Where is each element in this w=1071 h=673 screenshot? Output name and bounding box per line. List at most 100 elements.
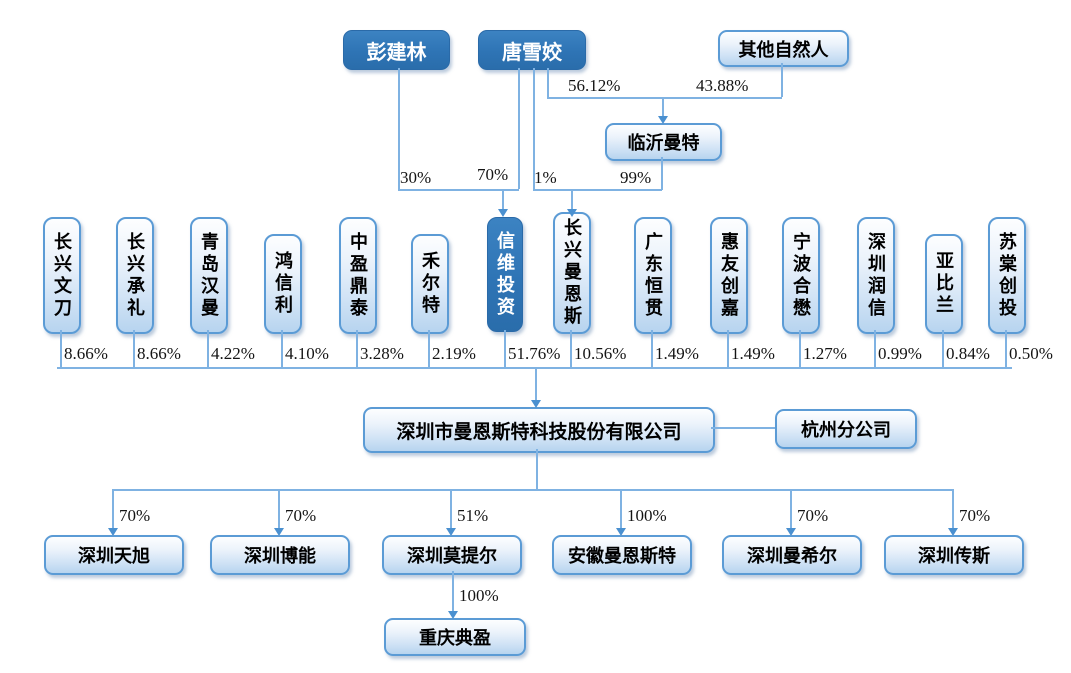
shareholder-box: 禾尔特 xyxy=(411,234,449,334)
shareholder-box: 长兴承礼 xyxy=(116,217,154,334)
arrow-down-icon xyxy=(531,400,541,408)
connector-line xyxy=(874,330,876,367)
connector-line xyxy=(570,330,572,367)
connector-line xyxy=(398,189,519,191)
subsidiary-name: 深圳曼希尔 xyxy=(747,546,837,566)
shareholder-name: 长兴承礼 xyxy=(125,231,145,320)
connector-line xyxy=(356,330,358,367)
connector-line xyxy=(620,489,622,528)
shareholder-name: 长兴文刀 xyxy=(52,231,72,320)
shareholder-percent: 2.19% xyxy=(432,344,476,363)
connector-line xyxy=(452,571,454,611)
subsidiary-box: 深圳博能 xyxy=(210,535,350,575)
edge-percent-tang-linyi: 56.12% xyxy=(568,76,621,95)
shareholder-name: 惠友创嘉 xyxy=(719,231,739,320)
shareholder-box: 深圳润信 xyxy=(857,217,895,334)
node-label: 唐雪姣 xyxy=(502,41,562,64)
connector-line xyxy=(952,489,954,528)
subsidiary-box: 深圳曼希尔 xyxy=(722,535,862,575)
shareholder-name: 禾尔特 xyxy=(420,251,440,317)
edge-percent-peng-xinwei: 30% xyxy=(400,168,432,187)
connector-line xyxy=(428,330,430,367)
shareholder-percent: 1.49% xyxy=(655,344,699,363)
arrow-down-icon xyxy=(658,116,668,124)
shareholder-name: 苏棠创投 xyxy=(997,231,1017,320)
node-other-natural-persons: 其他自然人 xyxy=(718,30,849,67)
shareholder-box: 青岛汉曼 xyxy=(190,217,228,334)
connector-line xyxy=(799,330,801,367)
shareholder-name: 长兴曼恩斯 xyxy=(562,218,582,328)
connector-line xyxy=(781,63,783,97)
connector-line xyxy=(571,189,573,209)
shareholder-percent: 0.99% xyxy=(878,344,922,363)
edge-percent-tang-changxing: 1% xyxy=(534,168,557,187)
shareholder-box: 广东恒贯 xyxy=(634,217,672,334)
connector-line xyxy=(207,330,209,367)
node-label: 重庆典盈 xyxy=(419,628,491,648)
arrow-down-icon xyxy=(616,528,626,536)
shareholder-percent: 8.66% xyxy=(137,344,181,363)
connector-line xyxy=(1005,330,1007,367)
shareholder-name: 广东恒贯 xyxy=(643,231,663,320)
connector-line xyxy=(518,68,520,189)
connector-line xyxy=(533,68,535,189)
shareholder-box: 宁波合懋 xyxy=(782,217,820,334)
shareholder-percent: 0.84% xyxy=(946,344,990,363)
subsidiary-box: 深圳莫提尔 xyxy=(382,535,522,575)
arrow-down-icon xyxy=(446,528,456,536)
connector-line xyxy=(536,449,538,489)
shareholder-percent: 4.10% xyxy=(285,344,329,363)
shareholder-name: 鸿信利 xyxy=(273,251,293,317)
shareholder-percent: 8.66% xyxy=(64,344,108,363)
shareholder-name: 宁波合懋 xyxy=(791,231,811,320)
subsidiary-percent: 51% xyxy=(457,506,489,525)
edge-percent-linyi-changxing: 99% xyxy=(620,168,652,187)
subsidiary-name: 深圳博能 xyxy=(244,546,316,566)
shareholder-box: 中盈鼎泰 xyxy=(339,217,377,334)
subsidiary-box: 深圳传斯 xyxy=(884,535,1024,575)
connector-line xyxy=(112,489,114,528)
shareholder-name: 深圳润信 xyxy=(866,231,886,320)
connector-line xyxy=(711,427,775,429)
connector-line xyxy=(57,367,1012,369)
subsidiary-percent: 70% xyxy=(959,506,991,525)
edge-percent-tang-xinwei: 70% xyxy=(477,165,509,184)
node-main-company: 深圳市曼恩斯特科技股份有限公司 xyxy=(363,407,715,453)
connector-line xyxy=(504,330,506,367)
arrow-down-icon xyxy=(786,528,796,536)
subsidiary-name: 安徽曼恩斯特 xyxy=(568,546,676,566)
shareholder-box: 鸿信利 xyxy=(264,234,302,334)
shareholder-percent: 1.49% xyxy=(731,344,775,363)
subsidiary-percent: 70% xyxy=(797,506,829,525)
shareholder-box: 惠友创嘉 xyxy=(710,217,748,334)
shareholder-name: 中盈鼎泰 xyxy=(348,231,368,320)
subsidiary-percent: 100% xyxy=(627,506,667,525)
connector-line xyxy=(278,489,280,528)
edge-percent-other-linyi: 43.88% xyxy=(696,76,749,95)
connector-line xyxy=(502,189,504,209)
shareholder-box: 信维投资 xyxy=(487,217,523,332)
node-label: 彭建林 xyxy=(366,41,427,64)
subsidiary-percent: 70% xyxy=(285,506,317,525)
node-linyi-mante: 临沂曼特 xyxy=(605,123,722,161)
subsidiary-name: 深圳天旭 xyxy=(78,546,150,566)
shareholder-percent: 3.28% xyxy=(360,344,404,363)
connector-line xyxy=(535,367,537,400)
shareholder-percent: 51.76% xyxy=(508,344,561,363)
shareholder-box: 长兴文刀 xyxy=(43,217,81,334)
connector-line xyxy=(450,489,452,528)
connector-line xyxy=(942,330,944,367)
connector-line xyxy=(533,189,662,191)
shareholder-percent: 4.22% xyxy=(211,344,255,363)
subsidiary-box: 深圳天旭 xyxy=(44,535,184,575)
main-company-label: 深圳市曼恩斯特科技股份有限公司 xyxy=(396,421,682,443)
subsidiary-name: 深圳莫提尔 xyxy=(407,546,497,566)
subsidiary-name: 深圳传斯 xyxy=(918,546,990,566)
subsidiary-box: 安徽曼恩斯特 xyxy=(552,535,692,575)
shareholder-box: 长兴曼恩斯 xyxy=(553,212,591,334)
shareholder-name: 青岛汉曼 xyxy=(199,231,219,320)
shareholder-percent: 0.50% xyxy=(1009,344,1053,363)
arrow-down-icon xyxy=(274,528,284,536)
arrow-down-icon xyxy=(108,528,118,536)
